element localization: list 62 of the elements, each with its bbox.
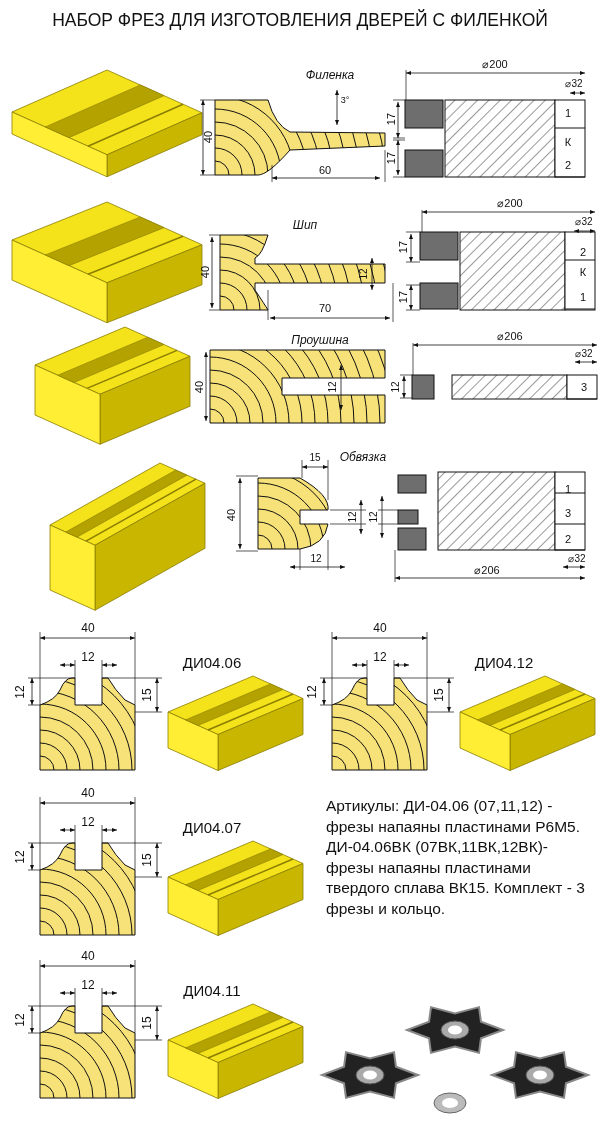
dimension-label: ⌀32 <box>565 79 583 89</box>
dimension-label: ⌀32 <box>575 349 593 359</box>
dimension-label: 17 <box>397 290 409 304</box>
section-title: Филенка <box>305 69 355 81</box>
dimension-label: 40 <box>81 787 95 799</box>
dimension-label: 12 <box>81 651 95 663</box>
page-title: НАБОР ФРЕЗ ДЛЯ ИЗГОТОВЛЕНИЯ ДВЕРЕЙ С ФИЛЕНКОЙ <box>51 10 549 31</box>
model-code: ДИ04.11 <box>183 982 241 998</box>
dimension-label: 60 <box>318 164 332 176</box>
dimension-label: 40 <box>225 508 237 522</box>
dimension-label: 15 <box>433 688 445 702</box>
dimension-label: ⌀200 <box>482 58 508 70</box>
part-number: 3 <box>580 381 588 393</box>
part-number: 2 <box>579 246 587 258</box>
dimension-label: 40 <box>199 265 211 279</box>
dimension-label: 12 <box>81 979 95 991</box>
model-code: ДИ04.07 <box>182 819 242 835</box>
dimension-label: 12 <box>14 685 26 699</box>
model-code: ДИ04.06 <box>182 654 242 670</box>
dimension-label: 12 <box>391 381 401 393</box>
section-title: Обвязка <box>339 451 387 463</box>
dimension-label: ⌀200 <box>497 197 523 209</box>
dimension-label: 17 <box>385 112 397 126</box>
dimension-label: ⌀206 <box>497 330 523 342</box>
part-number: 3 <box>564 507 572 519</box>
dimension-label: 12 <box>306 685 318 699</box>
section-title: Шип <box>292 219 318 231</box>
dimension-label: 15 <box>141 853 153 867</box>
part-number: 1 <box>564 107 572 119</box>
dimension-label: 12 <box>328 381 338 393</box>
dimension-label: 12 <box>14 850 26 864</box>
dimension-label: 15 <box>141 1016 153 1030</box>
dimension-label: 40 <box>202 130 214 144</box>
dimension-label: 70 <box>318 302 332 314</box>
dimension-label: 15 <box>309 453 321 463</box>
part-number: К <box>579 266 587 278</box>
dimension-label: ⌀32 <box>568 554 586 564</box>
dimension-label: 12 <box>348 511 358 523</box>
dimension-label: 17 <box>385 151 397 165</box>
dimension-label: ⌀32 <box>575 217 593 227</box>
dimension-label: 40 <box>193 380 205 394</box>
part-number: К <box>564 136 572 148</box>
section-title: Проушина <box>291 334 349 346</box>
dimension-label: 12 <box>81 816 95 828</box>
model-code: ДИ04.12 <box>474 654 534 670</box>
part-number: 2 <box>564 159 572 171</box>
dimension-label: 15 <box>141 688 153 702</box>
dimension-label: ⌀206 <box>474 564 500 576</box>
part-number: 1 <box>564 483 572 495</box>
angle-label: 3° <box>340 95 350 105</box>
dimension-label: 17 <box>397 240 409 254</box>
dimension-label: 12 <box>359 268 369 280</box>
part-number: 2 <box>564 533 572 545</box>
dimension-label: 40 <box>373 622 387 634</box>
dimension-label: 12 <box>310 554 322 564</box>
dimension-label: 40 <box>81 622 95 634</box>
part-number: 1 <box>579 291 587 303</box>
description-text: Артикулы: ДИ-04.06 (07,11,12) - фрезы напаяны пластинами Р6М5. ДИ-04.06ВК (07ВК,11ВК,12ВК)- фрезы напаяны пластинами твердого сплава ВК15. Комплект - 3 фрезы и кольцо. <box>326 796 586 920</box>
dimension-label: 12 <box>14 1013 26 1027</box>
dimension-label: 12 <box>369 511 379 523</box>
dimension-label: 40 <box>81 950 95 962</box>
dimension-label: 12 <box>373 651 387 663</box>
